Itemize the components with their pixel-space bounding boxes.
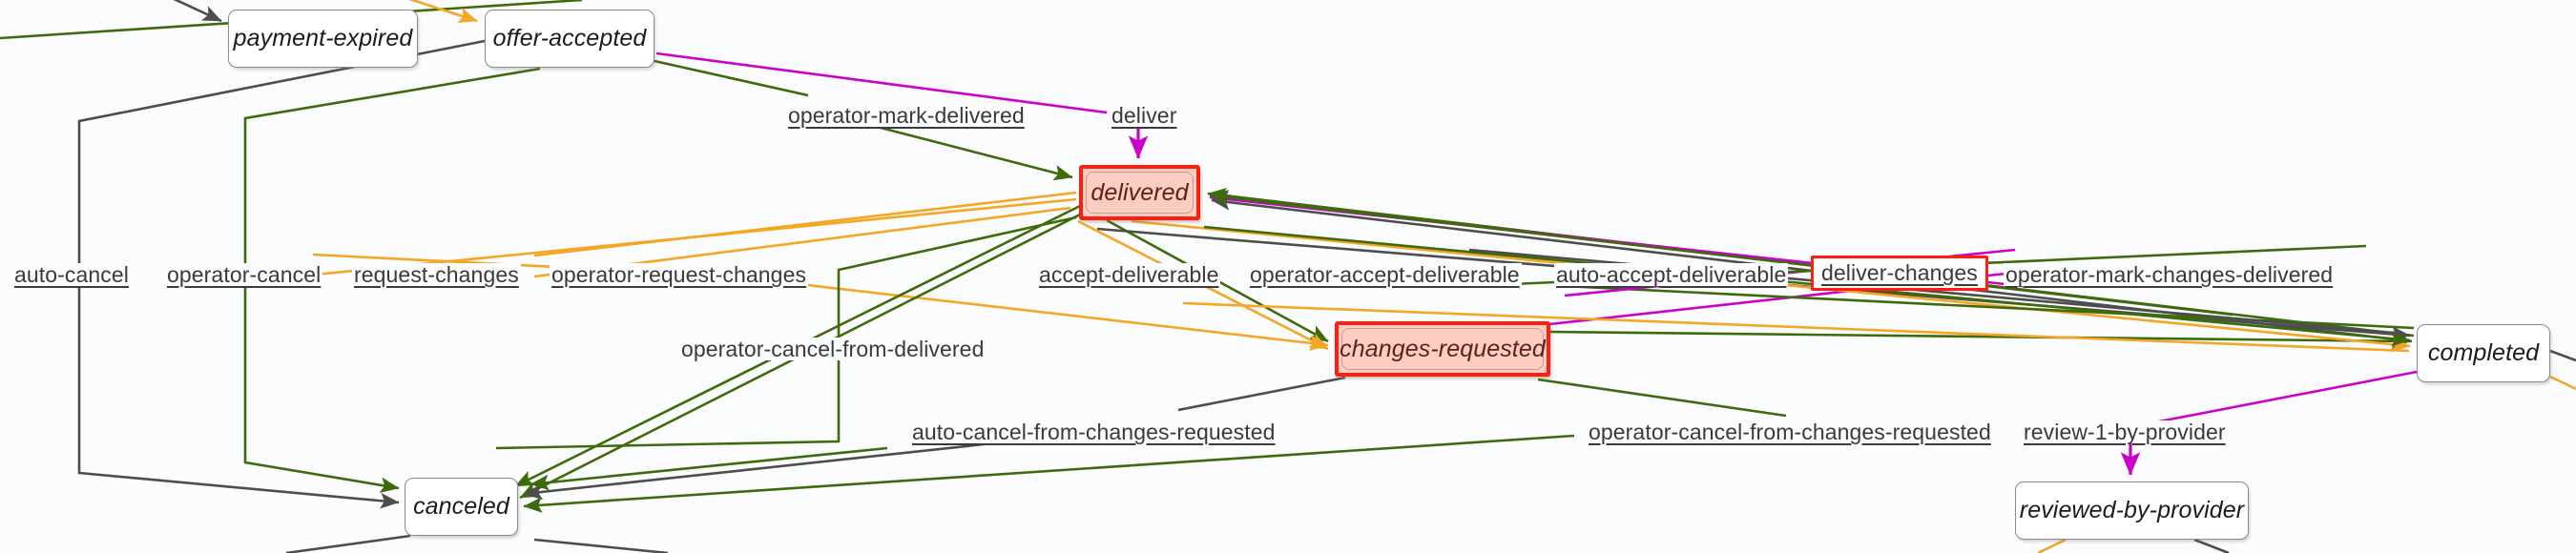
edge-bottom-stub-2 xyxy=(533,538,669,553)
edge-label-auto-cancel[interactable]: auto-cancel xyxy=(12,262,132,287)
node-label: canceled xyxy=(413,493,509,520)
edge-label-operator-cancel-from-delivered[interactable]: operator-cancel-from-delivered xyxy=(679,337,987,361)
edge-label-request-changes[interactable]: request-changes xyxy=(352,262,521,287)
node-delivered[interactable]: delivered xyxy=(1079,165,1200,220)
edge-delivered-out-orange-left xyxy=(533,191,1077,257)
edge-label-operator-cancel[interactable]: operator-cancel xyxy=(165,262,323,287)
node-completed[interactable]: completed xyxy=(2417,324,2550,382)
edge-reviewed-out-orange xyxy=(2037,538,2067,553)
edge-label-operator-cancel-from-changes-requested[interactable]: operator-cancel-from-changes-requested xyxy=(1587,420,1993,444)
edge-changes-requested-to-completed-green xyxy=(1548,330,2411,350)
edge-label-operator-mark-delivered[interactable]: operator-mark-delivered xyxy=(786,103,1027,128)
edge-incoming-gray-to-payment-expired xyxy=(173,0,222,23)
edge-label-deliver-changes[interactable]: deliver-changes xyxy=(1811,256,1988,292)
node-changes-requested[interactable]: changes-requested xyxy=(1335,321,1550,377)
edge-band-green-1 xyxy=(1564,284,2415,330)
edge-label-review-1-by-provider[interactable]: review-1-by-provider xyxy=(2022,420,2228,444)
edge-right-to-delivered-green-2 xyxy=(1209,189,2233,317)
edge-label-operator-mark-changes-delivered[interactable]: operator-mark-changes-delivered xyxy=(2004,262,2336,287)
node-label: delivered xyxy=(1091,178,1189,206)
node-label: completed xyxy=(2427,339,2540,366)
edge-label-auto-cancel-from-changes-requested[interactable]: auto-cancel-from-changes-requested xyxy=(910,420,1278,444)
edge-reviewed-out-gray xyxy=(2193,538,2230,553)
edge-label-accept-deliverable[interactable]: accept-deliverable xyxy=(1037,262,1221,287)
node-label: reviewed-by-provider xyxy=(2019,497,2245,523)
node-label: changes-requested xyxy=(1340,335,1546,362)
edge-completed-out-orange xyxy=(2549,375,2576,391)
node-reviewed-by-provider[interactable]: reviewed-by-provider xyxy=(2015,481,2249,540)
edge-label-operator-accept-deliverable[interactable]: operator-accept-deliverable xyxy=(1248,262,1522,287)
node-label: payment-expired xyxy=(233,25,413,51)
node-payment-expired[interactable]: payment-expired xyxy=(228,10,418,68)
node-offer-accepted[interactable]: offer-accepted xyxy=(485,10,654,68)
node-canceled[interactable]: canceled xyxy=(405,478,518,536)
edge-completed-out-gray xyxy=(2549,349,2576,362)
edge-bottom-stub-1 xyxy=(285,534,411,553)
edge-operator-cancel-from-delivered-green xyxy=(495,215,1077,450)
edge-label-operator-request-changes[interactable]: operator-request-changes xyxy=(550,262,809,287)
edge-label-auto-accept-deliverable[interactable]: auto-accept-deliverable xyxy=(1554,262,1789,287)
node-label: offer-accepted xyxy=(492,25,647,51)
edge-label-deliver[interactable]: deliver xyxy=(1110,103,1179,128)
edge-lower-left-green xyxy=(530,446,888,491)
